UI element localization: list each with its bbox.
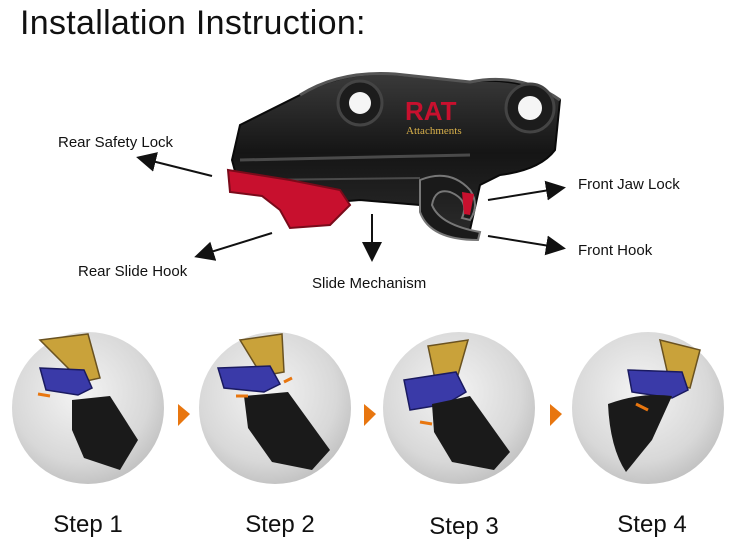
callout-slide-mechanism: Slide Mechanism bbox=[312, 275, 427, 292]
step-arrow-1 bbox=[178, 404, 190, 426]
brand-logo: RAT bbox=[405, 96, 457, 126]
arrow-rear-slide-hook bbox=[194, 232, 273, 261]
callout-front-jaw-lock: Front Jaw Lock bbox=[578, 176, 680, 193]
brand-logo-subtext: Attachments bbox=[406, 125, 462, 137]
step-arrow-2 bbox=[364, 404, 376, 426]
step-arrow-3 bbox=[550, 404, 562, 426]
callout-rear-safety-lock: Rear Safety Lock bbox=[58, 134, 174, 151]
callout-front-hook: Front Hook bbox=[578, 242, 653, 259]
step-2-illustration bbox=[199, 332, 351, 484]
quick-coupler-image: RAT Attachments bbox=[226, 72, 562, 242]
step-label-2: Step 2 bbox=[245, 511, 315, 538]
arrow-rear-safety-lock bbox=[136, 152, 213, 177]
step-3-illustration bbox=[383, 332, 535, 484]
callout-rear-slide-hook: Rear Slide Hook bbox=[78, 263, 188, 280]
step-label-1: Step 1 bbox=[53, 511, 123, 538]
step-1-illustration bbox=[12, 332, 164, 484]
step-label-3: Step 3 bbox=[429, 513, 499, 540]
step-4-illustration bbox=[572, 332, 724, 484]
arrow-front-hook bbox=[487, 235, 566, 256]
step-label-4: Step 4 bbox=[617, 511, 687, 538]
arrow-front-jaw-lock bbox=[487, 180, 566, 201]
page-title: Installation Instruction: bbox=[20, 4, 366, 42]
